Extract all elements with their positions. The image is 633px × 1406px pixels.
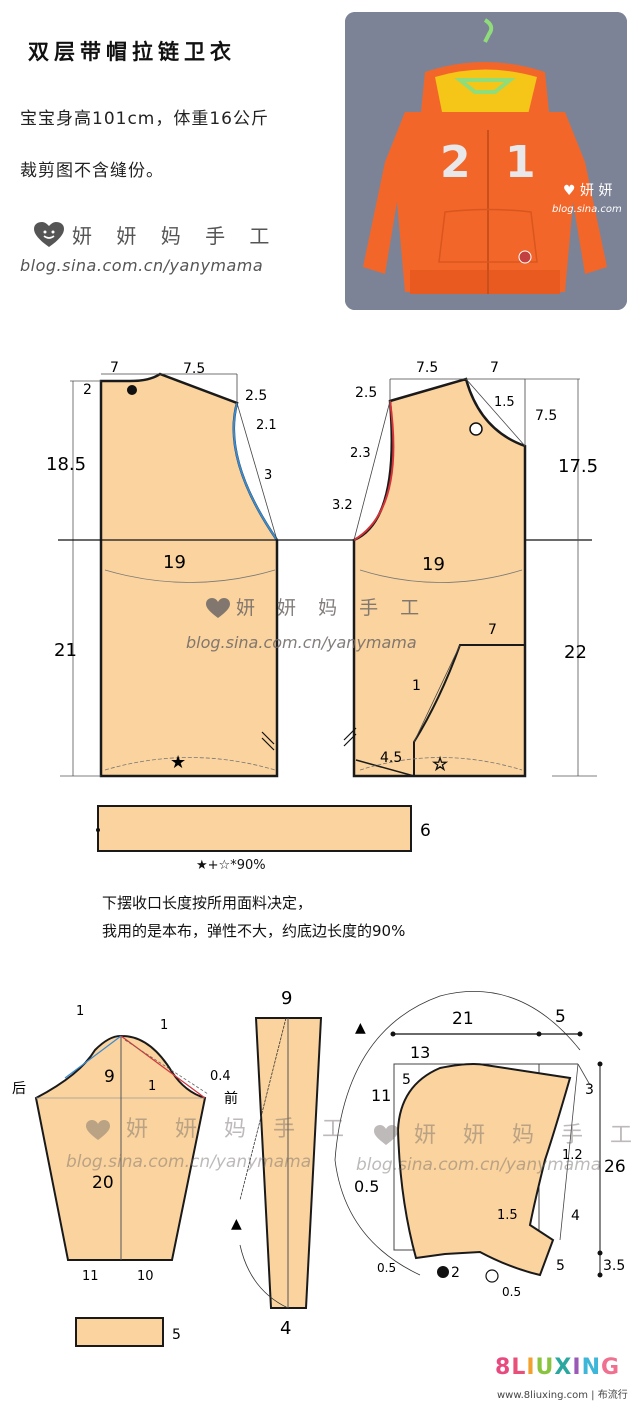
sleeve-hem-front: 10 [137,1269,154,1284]
back-lower-length: 21 [54,640,77,661]
front-chest-width: 19 [422,554,445,575]
back-chest-width: 19 [163,552,186,573]
photo-number-1: 1 [505,137,536,188]
hood-inner-width: 13 [410,1043,430,1062]
hood-notch-width: 4 [571,1208,580,1224]
sleeve-cap-offset: 0.4 [210,1069,231,1084]
back-armhole-1: 2.1 [256,418,277,433]
sleeve-hem-back: 11 [82,1269,99,1284]
hood-strip-marker: ▲ [231,1216,242,1232]
sleeve-cap-front: 1 [160,1018,168,1033]
front-pocket-offset: 4.5 [380,750,402,766]
front-pocket-width: 7 [488,622,497,638]
hood-front-curve: 1.2 [562,1148,583,1163]
hood-strip-top: 9 [281,988,292,1009]
hood-tip: 3 [585,1082,594,1098]
sleeve-piece: 后 前 1 1 1 0.4 9 20 11 10 [12,1004,238,1284]
back-shoulder-width: 7.5 [183,361,205,377]
hood-corner-curve: 5 [402,1072,411,1088]
hood-total-height: 26 [604,1157,626,1177]
back-armhole-depth: 18.5 [46,454,86,475]
back-neck-width: 7 [110,360,119,376]
hem-band-piece: 6 [96,805,431,852]
sleeve-front-label: 前 [224,1090,238,1107]
svg-text:blog.sina.com.cn/yanymama: blog.sina.com.cn/yanymama [356,1155,601,1175]
back-bodice-piece: 7 7.5 2 2.5 2.1 3 18.5 19 21 ★ [46,360,279,778]
sleeve-cap-inner: 1 [148,1079,156,1094]
hem-band-note-1: 下摆收口长度按所用面料决定， [102,894,313,912]
hood-bottom-right: 5 [556,1258,565,1274]
back-shoulder-drop: 2.5 [245,388,267,404]
back-neck-drop: 2 [83,382,92,398]
front-armhole-1: 2.3 [350,446,371,461]
page-title: 双层带帽拉链卫衣 [28,40,236,64]
footer-logo: 8LIUXING [495,1355,621,1380]
front-armhole-2: 3.2 [332,498,353,513]
front-neck-curve: 1.5 [494,395,515,410]
svg-text:妍 妍 妈 手 工: 妍 妍 妈 手 工 [414,1123,633,1148]
cuff-height: 5 [172,1327,181,1343]
hem-band-formula: ★+☆*90% [196,858,266,873]
front-neck-depth: 7.5 [535,408,557,424]
hood-top-width: 21 [452,1009,474,1029]
watermark-lower: 妍 妍 妈 手 工 妍 妍 妈 手 工 blog.sina.com.cn/yan… [66,1117,633,1175]
brand-name: 妍 妍 妈 手 工 [72,224,279,248]
hoodie-photo: 2 1 ♥ 妍 妍 blog.sina.com [345,12,627,310]
sleeve-length: 20 [92,1173,114,1193]
front-shoulder-width: 7.5 [416,360,438,376]
hood-top-ext: 5 [555,1007,566,1027]
front-bodice-piece: 7.5 7 2.5 1.5 7.5 2.3 3.2 17.5 19 22 7 1… [332,360,598,778]
hem-band-note-2: 我用的是本布，弹性不大，约底边长度的90% [102,922,406,940]
hood-back-curve: 0.5 [354,1177,379,1196]
hood-neck-drop: 2 [451,1265,460,1281]
hood-bottom-left: 0.5 [377,1261,396,1275]
photo-watermark: ♥ 妍 妍 [563,183,612,199]
svg-text:blog.sina.com: blog.sina.com [552,204,622,215]
hood-extension: 3.5 [603,1258,625,1274]
front-shoulder-drop: 2.5 [355,385,377,401]
hood-side-height: 11 [371,1086,391,1105]
brand-url: blog.sina.com.cn/yanymama [20,256,264,275]
front-hem-marker: ☆ [432,754,448,775]
svg-text:妍 妍 妈 手 工: 妍 妍 妈 手 工 [236,597,427,619]
hood-piece: 21 5 13 5 11 3 1.2 26 0.5 1.5 4 0.5 2 0.… [334,991,626,1299]
svg-text:blog.sina.com.cn/yanymama: blog.sina.com.cn/yanymama [186,633,417,652]
seam-allowance-note: 裁剪图不含缝份。 [20,161,164,181]
hood-strip-bottom: 4 [280,1318,291,1339]
sleeve-cap-height: 9 [104,1067,115,1087]
sleeve-cap-back: 1 [76,1004,84,1019]
photo-number-2: 2 [440,137,471,188]
sleeve-back-label: 后 [12,1081,26,1097]
front-armhole-depth: 17.5 [558,456,598,477]
svg-text:妍 妍 妈 手 工: 妍 妍 妈 手 工 [126,1117,354,1142]
hem-band-height: 6 [420,821,431,841]
front-lower-length: 22 [564,642,587,663]
heart-smile-icon [34,221,64,247]
hood-marker: ▲ [355,1020,366,1036]
hood-bottom-mid: 0.5 [502,1285,521,1299]
svg-text:blog.sina.com.cn/yanymama: blog.sina.com.cn/yanymama [66,1152,311,1172]
watermark-bodice: 妍 妍 妈 手 工 blog.sina.com.cn/yanymama [186,597,427,652]
hood-strip-piece: 9 4 ▲ [231,988,323,1339]
brand-logo: 妍 妍 妈 手 工 [34,220,278,249]
front-pocket-curve: 1 [412,678,421,694]
hood-notch: 1.5 [497,1208,518,1223]
footer-url: www.8liuxing.com | 布流行 [497,1390,628,1401]
baby-size-info: 宝宝身高101cm，体重16公斤 [20,109,269,129]
cuff-piece: 5 [75,1317,181,1347]
back-armhole-2: 3 [264,468,272,483]
back-hem-marker: ★ [170,752,186,773]
front-neck-width: 7 [490,360,499,376]
